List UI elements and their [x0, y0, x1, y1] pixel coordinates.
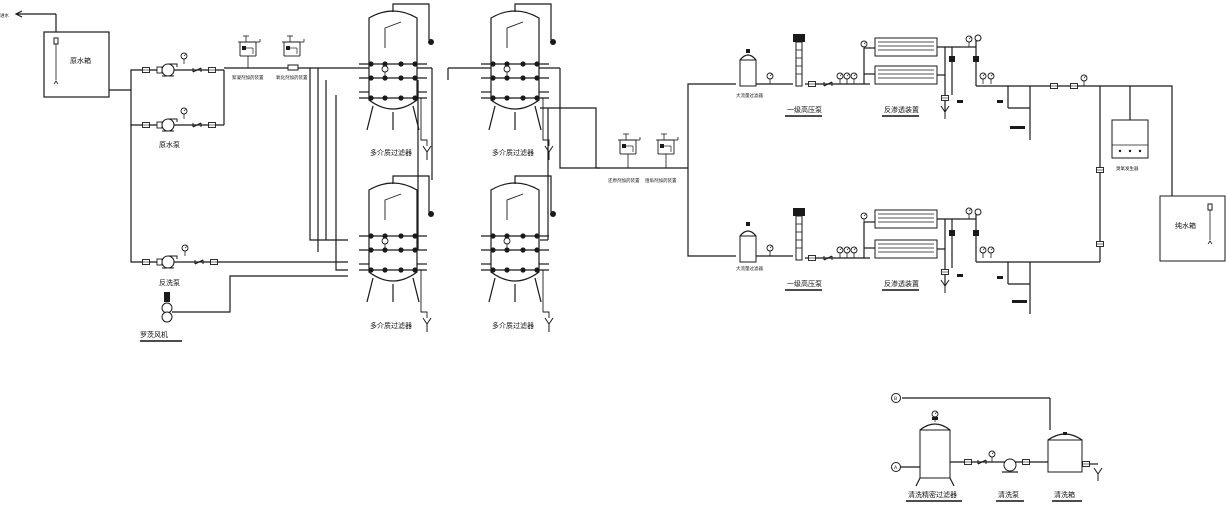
raw-out-pipe-top — [109, 69, 145, 91]
ozone-generator — [1111, 119, 1149, 159]
inlet-line — [14, 10, 57, 32]
ro-train-2 — [739, 207, 1100, 314]
roots-blower — [161, 275, 348, 323]
ro-feed-top — [687, 83, 736, 168]
multimedia-filter-3 — [359, 175, 434, 332]
hp-pump-2-label: 一级高压泵 — [787, 279, 822, 288]
pure-water-tank — [1159, 195, 1226, 262]
mmf-1-label: 多介质过滤器 — [370, 148, 412, 157]
pure-tank-label: 纯水箱 — [1175, 221, 1196, 230]
multimedia-filter-2 — [481, 3, 556, 160]
raw-pump-1-line — [142, 52, 224, 77]
ro-train-1 — [739, 34, 1100, 140]
raw-pump-label: 原水泵 — [159, 140, 180, 149]
backwash-pump-label: 反洗泵 — [159, 278, 180, 287]
mmf-4-label: 多介质过滤器 — [492, 321, 534, 330]
raw-pump-2-line — [142, 107, 224, 132]
clean-tank-label: 清洗箱 — [1054, 490, 1075, 499]
oxidant-dosing — [281, 35, 305, 71]
svg-text:A: A — [894, 465, 898, 471]
mmf-2-label: 多介质过滤器 — [492, 148, 534, 157]
flocculant-label: 絮凝剂加药装置 — [232, 74, 264, 81]
raw-out-pipe-mid — [130, 90, 145, 126]
product-header — [1096, 85, 1173, 262]
clean-pump-label: 清洗泵 — [998, 490, 1019, 499]
filter-interconnect — [309, 67, 600, 271]
ro-feed-bot — [687, 168, 736, 257]
cartridge-1-label: 大流量过滤器 — [736, 92, 763, 99]
svg-text:B: B — [894, 396, 897, 402]
node-a: A — [891, 462, 901, 472]
antiscalant-dosing — [655, 133, 679, 168]
antiscalant-label: 阻垢剂加药装置 — [645, 177, 677, 184]
reductant-dosing — [617, 133, 641, 168]
raw-tank-label: 原水箱 — [70, 56, 91, 65]
multimedia-filter-4 — [481, 175, 556, 332]
cip-system — [900, 397, 1103, 487]
ro-2-label: 反渗透装置 — [884, 279, 919, 288]
oxidant-label: 氧化剂加药装置 — [276, 74, 308, 81]
hp-pump-1-label: 一级高压泵 — [787, 105, 822, 114]
cartridge-2-label: 大流量过滤器 — [736, 265, 763, 272]
inlet-label: 进水 — [0, 12, 9, 19]
ozone-label: 臭氧发生器 — [1116, 165, 1139, 172]
raw-out-pipe-bot — [130, 125, 145, 263]
clean-filter-label: 清洗精密过滤器 — [908, 490, 957, 499]
node-b: B — [891, 393, 901, 403]
mmf-3-label: 多介质过滤器 — [370, 321, 412, 330]
roots-blower-label: 罗茨风机 — [140, 330, 168, 339]
multimedia-filter-1 — [359, 3, 434, 160]
raw-water-tank — [43, 31, 110, 98]
backwash-pump-line — [142, 244, 348, 269]
ro-1-label: 反渗透装置 — [884, 105, 919, 114]
flocculant-dosing — [237, 35, 261, 68]
reductant-label: 还原剂加药装置 — [608, 177, 640, 184]
